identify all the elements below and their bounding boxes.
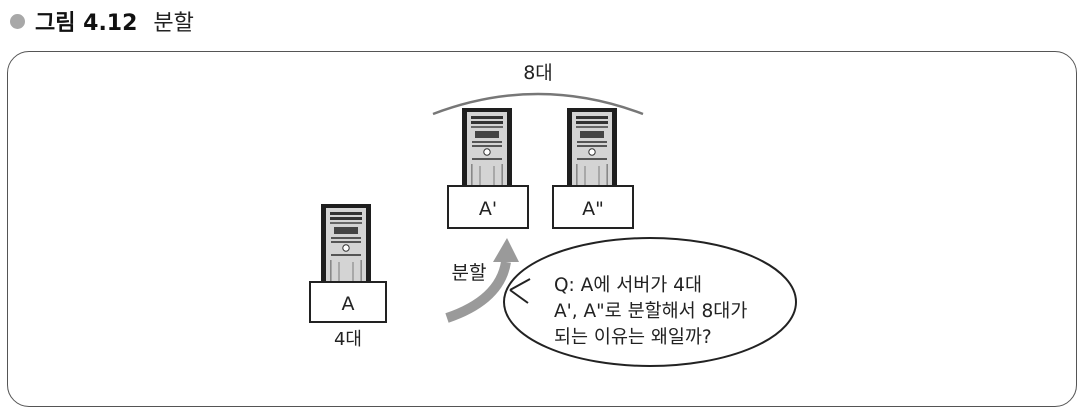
server-label-a-double-prime: A" [582,198,604,220]
figure-caption: 분할 [153,11,194,36]
diagram-panel [7,51,1077,407]
question-line-2: A', A"로 분할해서 8대가 [554,301,747,322]
question-line-3: 되는 이유는 왜일까? [554,327,712,348]
server-label-a: A [342,293,355,315]
grouping-arc [432,92,644,116]
total-count-label: 8대 [523,62,553,84]
bullet-icon [10,13,25,29]
server-box-a [309,281,387,323]
question-line-1: Q: A에 서버가 4대 [554,275,702,296]
original-count-label: 4대 [334,329,362,350]
figure-label: 그림 4.12 [35,11,138,36]
server-label-a-prime: A' [479,198,497,220]
figure-header: 그림 4.12 분할 [10,4,194,38]
arrow-label: 분할 [452,262,487,284]
arrow-head-icon [493,238,519,262]
server-box-a-prime [447,185,529,229]
speech-bubble-icon [503,237,797,367]
curved-arrow-icon [445,260,511,323]
server-box-a-double-prime [552,185,634,229]
